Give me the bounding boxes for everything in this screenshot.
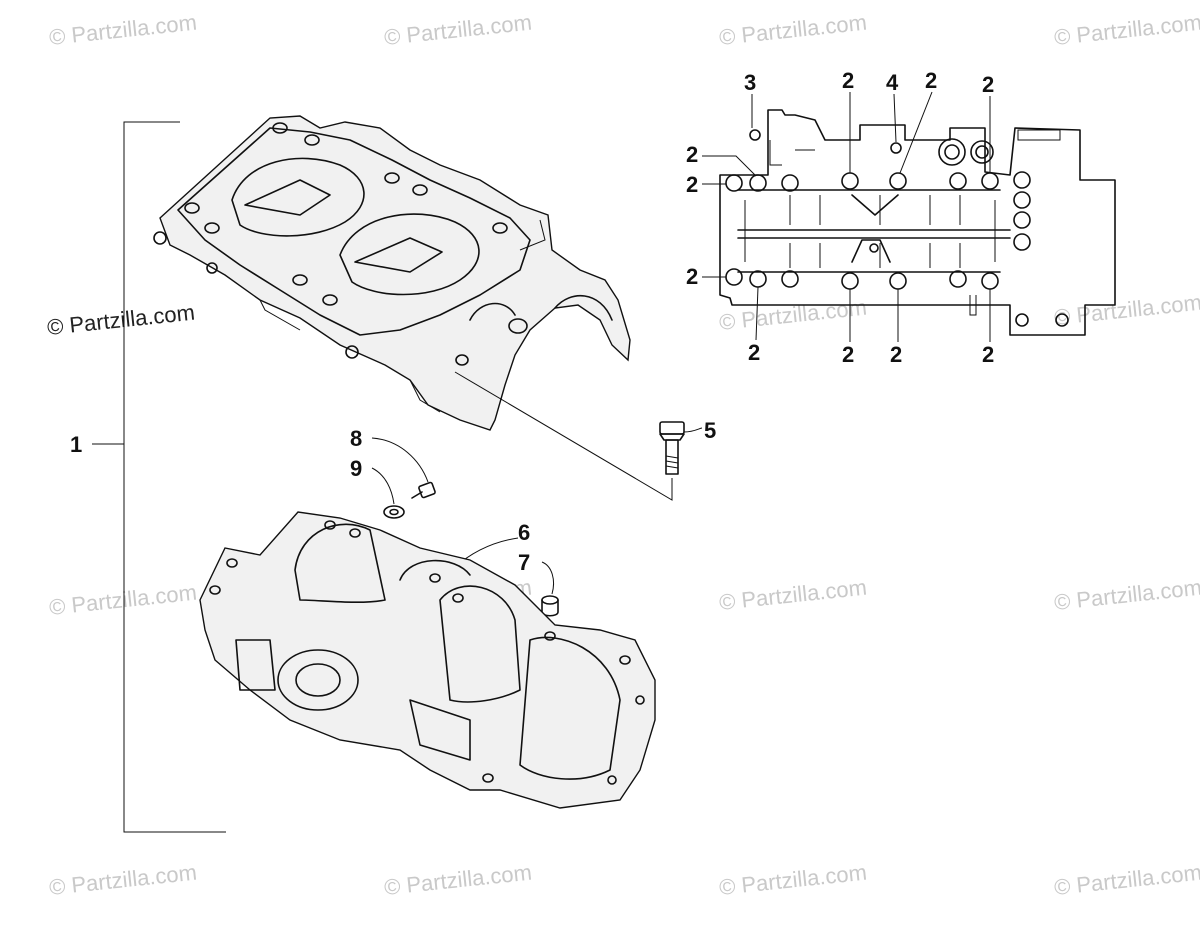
watermark: © Partzilla.com bbox=[718, 575, 868, 615]
callout-2[interactable]: 2 bbox=[686, 142, 698, 167]
dowel-pin-7[interactable]: 7 bbox=[518, 550, 559, 617]
bolt-5[interactable]: 5 bbox=[454, 371, 716, 501]
watermark: © Partzilla.com bbox=[1053, 290, 1200, 330]
callout-2[interactable]: 2 bbox=[842, 68, 854, 93]
watermark: © Partzilla.com bbox=[1053, 10, 1200, 50]
watermark: © Partzilla.com bbox=[718, 860, 868, 900]
watermark: © Partzilla.com bbox=[383, 860, 533, 900]
watermark: © Partzilla.com bbox=[383, 10, 533, 50]
callout-2[interactable]: 2 bbox=[686, 172, 698, 197]
watermark: © Partzilla.com bbox=[718, 295, 868, 335]
watermark: © Partzilla.com bbox=[1053, 575, 1200, 615]
watermark: © Partzilla.com bbox=[48, 580, 198, 620]
watermark: © Partzilla.com bbox=[48, 860, 198, 900]
callout-8[interactable]: 8 bbox=[350, 426, 362, 451]
callout-5[interactable]: 5 bbox=[704, 418, 716, 443]
callout-2[interactable]: 2 bbox=[842, 342, 854, 367]
top-view-callouts: 3 4 2 2 2 2 2 2 2 2 2 2 bbox=[686, 68, 994, 367]
watermark: © Partzilla.com bbox=[1053, 860, 1200, 900]
watermark: © Partzilla.com bbox=[46, 300, 196, 340]
callout-2[interactable]: 2 bbox=[982, 342, 994, 367]
callout-3[interactable]: 3 bbox=[744, 70, 756, 95]
callout-2[interactable]: 2 bbox=[686, 264, 698, 289]
callout-1[interactable]: 1 bbox=[70, 432, 82, 457]
lower-crankcase[interactable] bbox=[199, 511, 656, 809]
callout-7[interactable]: 7 bbox=[518, 550, 530, 575]
watermark: © Partzilla.com bbox=[718, 10, 868, 50]
upper-crankcase[interactable] bbox=[153, 115, 631, 431]
callout-4[interactable]: 4 bbox=[886, 70, 899, 95]
callout-9[interactable]: 9 bbox=[350, 456, 362, 481]
top-view-crankcase[interactable] bbox=[719, 109, 1116, 336]
screw-and-washer[interactable]: 8 9 bbox=[350, 426, 436, 519]
callout-2[interactable]: 2 bbox=[748, 340, 760, 365]
callout-2[interactable]: 2 bbox=[890, 342, 902, 367]
callout-2[interactable]: 2 bbox=[982, 72, 994, 97]
callout-6[interactable]: 6 bbox=[518, 520, 530, 545]
watermark: © Partzilla.com bbox=[48, 10, 198, 50]
callout-2[interactable]: 2 bbox=[925, 68, 937, 93]
assembly-bracket: 1 bbox=[70, 121, 226, 833]
